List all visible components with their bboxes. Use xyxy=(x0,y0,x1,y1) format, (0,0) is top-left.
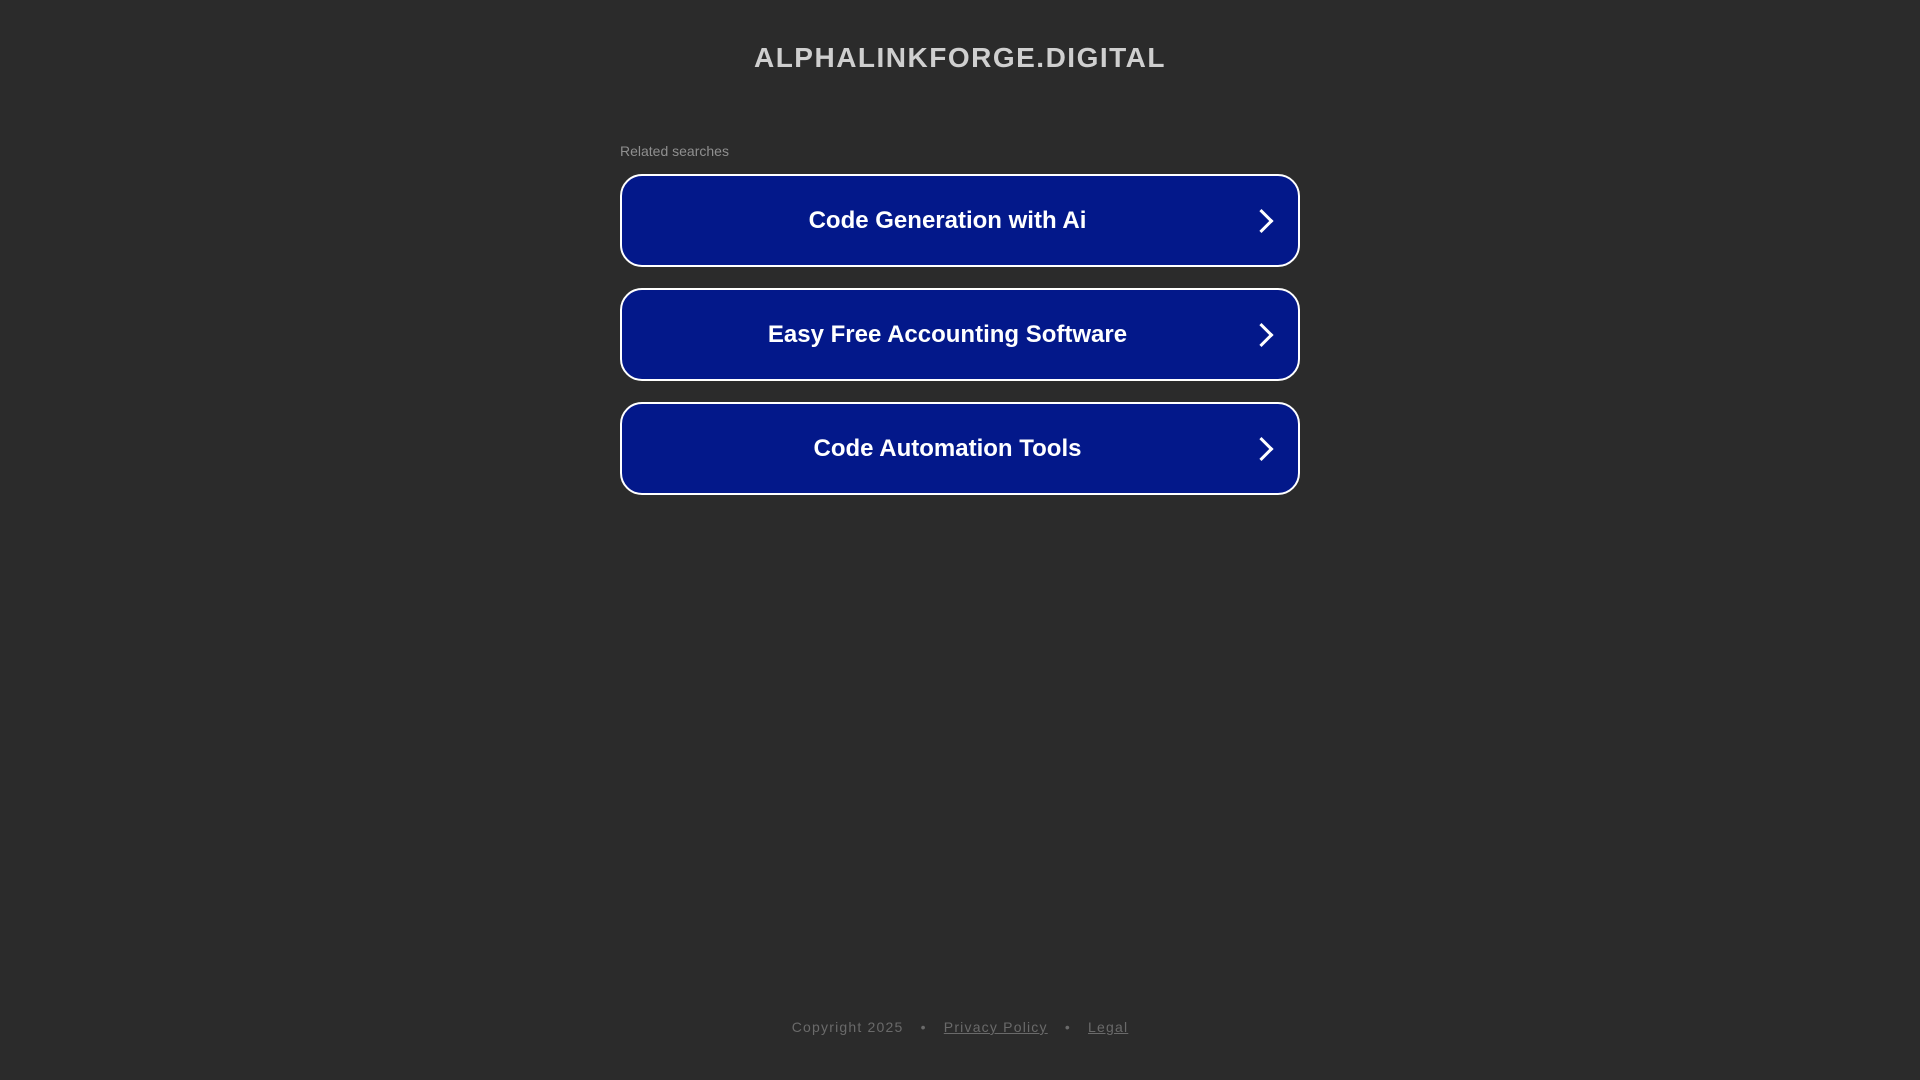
privacy-policy-link[interactable]: Privacy Policy xyxy=(943,1019,1048,1035)
related-searches-label: Related searches xyxy=(620,143,729,159)
related-search-link-accounting-software[interactable]: Easy Free Accounting Software xyxy=(620,288,1300,381)
related-search-label: Code Generation with Ai xyxy=(808,206,1087,234)
copyright-text: Copyright 2025 xyxy=(791,1019,904,1035)
site-title: ALPHALINKFORGE.DIGITAL xyxy=(753,42,1166,73)
separator-dot: • xyxy=(920,1019,927,1035)
separator-dot: • xyxy=(1064,1019,1071,1035)
legal-link[interactable]: Legal xyxy=(1088,1019,1129,1035)
chevron-right-icon xyxy=(1249,436,1274,461)
chevron-right-icon xyxy=(1249,208,1274,233)
related-search-label: Code Automation Tools xyxy=(813,434,1082,462)
related-search-label: Easy Free Accounting Software xyxy=(767,320,1128,348)
related-search-link-code-automation[interactable]: Code Automation Tools xyxy=(620,402,1300,495)
footer: Copyright 2025 • Privacy Policy • Legal xyxy=(0,1019,1920,1035)
related-search-link-code-generation[interactable]: Code Generation with Ai xyxy=(620,174,1300,267)
chevron-right-icon xyxy=(1249,322,1274,347)
